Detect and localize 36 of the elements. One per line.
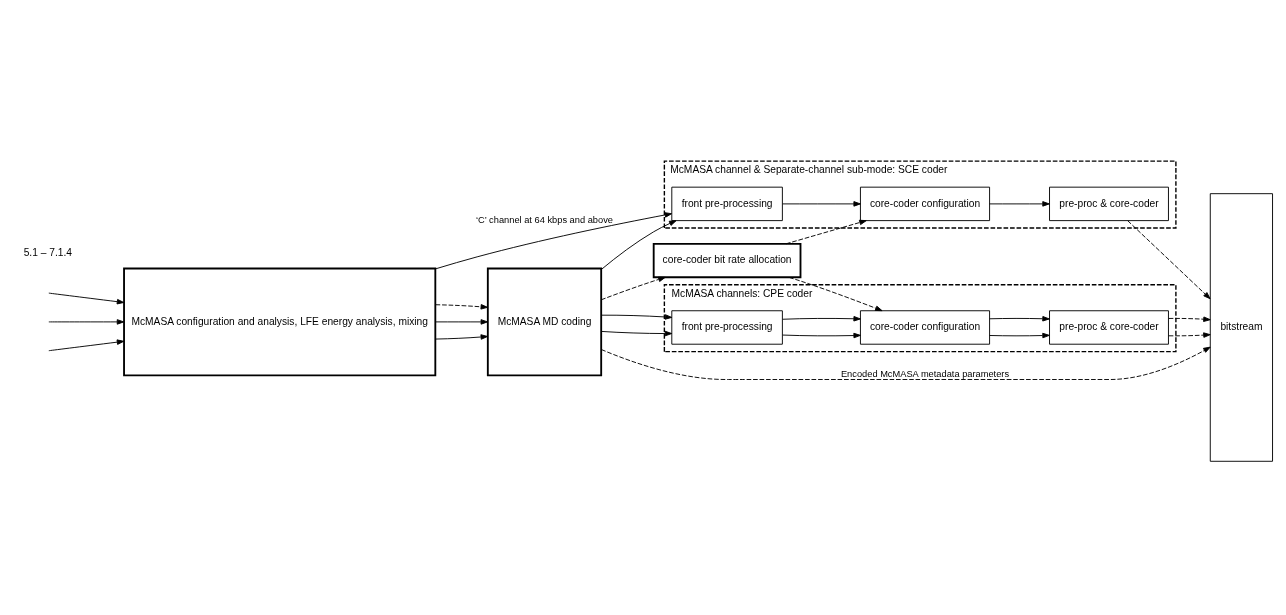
node-box: pre-proc & core-coder (1049, 186, 1169, 222)
edge-label: Encoded McMASA metadata parameters (840, 368, 1010, 379)
arrow (788, 276, 883, 312)
arrow (782, 201, 861, 207)
arrow (600, 220, 677, 270)
node-box: core-coder bit rate allocation (652, 242, 802, 279)
arrow (1168, 332, 1211, 338)
node-box: front pre-processing (671, 186, 783, 222)
arrow (1127, 220, 1211, 300)
node-box: pre-proc & core-coder (1049, 310, 1169, 345)
node-box: bitstream (1209, 193, 1273, 462)
arrow (785, 219, 867, 245)
arrow (600, 346, 1211, 380)
arrow (989, 332, 1050, 339)
node-box: core-coder configuration (859, 186, 991, 222)
arrow (48, 292, 125, 305)
arrow (435, 304, 488, 310)
edge-label: ‘C’ channel at 64 kbps and above (476, 215, 613, 226)
arrow (435, 319, 488, 325)
arrow (1168, 316, 1211, 322)
node-box: front pre-processing (671, 310, 783, 345)
arrow (782, 332, 861, 339)
node-box: core-coder configuration (859, 310, 991, 345)
arrow (434, 212, 673, 270)
arrow (435, 334, 488, 340)
arrow (600, 314, 673, 320)
label: 5.1 – 7.1.4 (23, 246, 72, 258)
arrow (48, 319, 125, 325)
arrow (48, 339, 125, 352)
arrow (782, 316, 861, 322)
node-box: McMASA MD coding (486, 267, 603, 377)
arrow (600, 330, 673, 337)
arrow (989, 201, 1050, 207)
arrow (989, 316, 1050, 322)
node-box: McMASA configuration and analysis, LFE energy analysis, mixing (123, 267, 437, 377)
arrow (600, 276, 666, 301)
